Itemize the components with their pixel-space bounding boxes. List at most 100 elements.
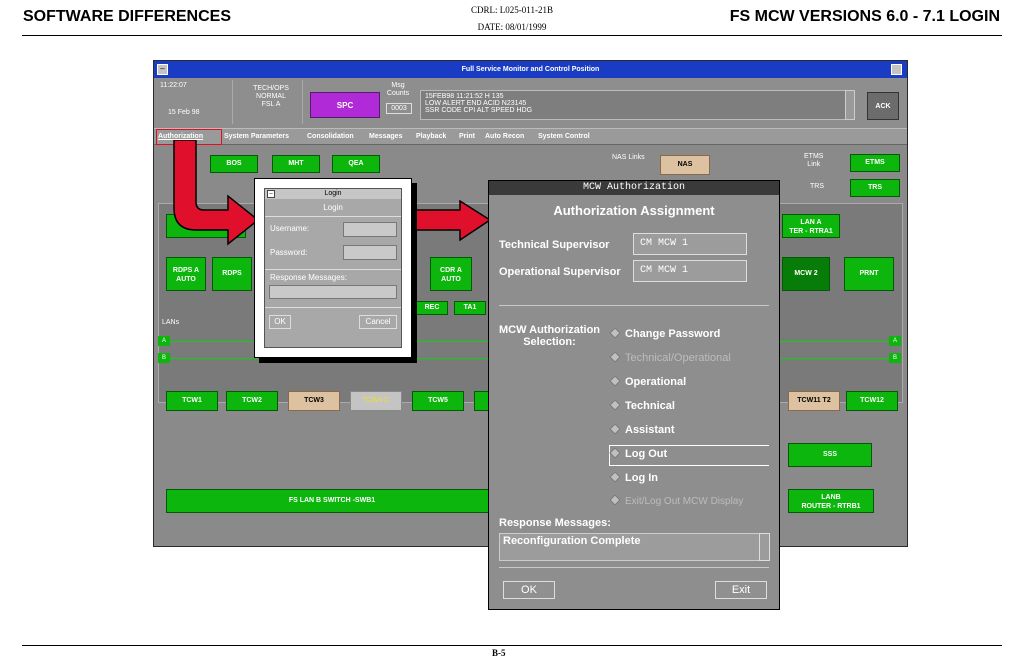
menu-system-control[interactable]: System Control (538, 133, 590, 140)
selection-label: MCW Authorization Selection: (499, 324, 601, 348)
option-operational[interactable]: Operational (609, 375, 686, 388)
ack-button[interactable]: ACK (867, 92, 899, 120)
spc-button[interactable]: SPC (310, 92, 380, 118)
trs-button[interactable]: TRS (850, 179, 900, 197)
option-assistant[interactable]: Assistant (609, 423, 675, 436)
rec-button[interactable]: REC (416, 301, 448, 315)
tcw4-button[interactable]: TCW4 C (350, 391, 402, 411)
menu-messages[interactable]: Messages (369, 133, 403, 140)
option-log-in[interactable]: Log In (609, 471, 658, 484)
msg-counts-label: Msg Counts (386, 82, 410, 97)
option-change-password[interactable]: Change Password (609, 327, 720, 340)
arrow-down-right-icon (173, 140, 260, 246)
lan-b-tab-right: B (889, 353, 901, 363)
lan-b-router-button[interactable]: LANB ROUTER - RTRB1 (788, 489, 874, 513)
radio-diamond-icon (609, 447, 621, 459)
trs-label: TRS (810, 183, 824, 190)
login-dialog: Login – Login Username: Password: Respon… (264, 188, 402, 348)
lan-a-tab-left: A (158, 336, 170, 346)
mcw2-button[interactable]: MCW 2 (782, 257, 830, 291)
option-technical-operational[interactable]: Technical/Operational (609, 351, 731, 364)
option-technical[interactable]: Technical (609, 399, 675, 412)
mcw-ok-button[interactable]: OK (503, 581, 555, 599)
password-label: Password: (270, 248, 308, 257)
login-ok-button[interactable]: OK (269, 315, 291, 329)
nas-button[interactable]: NAS (660, 155, 710, 175)
username-field[interactable] (343, 222, 397, 237)
response-scrollbar[interactable] (759, 533, 770, 561)
option-exit-log-out[interactable]: Exit/Log Out MCW Display (609, 494, 743, 507)
password-field[interactable] (343, 245, 397, 260)
menu-system-parameters[interactable]: System Parameters (224, 133, 289, 140)
radio-diamond-icon (609, 399, 621, 411)
message-scrollbar[interactable] (845, 90, 855, 120)
window-maximize-button[interactable] (891, 64, 902, 75)
etms-button[interactable]: ETMS (850, 154, 900, 172)
selection-top-line (609, 445, 769, 446)
mcw-authorization-dialog: MCW Authorization Authorization Assignme… (488, 180, 780, 610)
arrow-right-icon (401, 200, 492, 242)
window-menu-button[interactable]: – (157, 64, 168, 75)
header-rule (22, 35, 1002, 36)
tcw3-button[interactable]: TCW3 (288, 391, 340, 411)
mcw-response-field[interactable]: Reconfiguration Complete (499, 533, 767, 561)
mht-button[interactable]: MHT (272, 155, 320, 173)
tcw5-button[interactable]: TCW5 (412, 391, 464, 411)
option-log-out[interactable]: Log Out (609, 447, 667, 460)
menu-authorization[interactable]: Authorization (158, 133, 204, 140)
login-response-field[interactable] (269, 285, 397, 299)
login-cancel-button[interactable]: Cancel (359, 315, 397, 329)
bos-button[interactable]: BOS (210, 155, 258, 173)
mcw-response-label: Response Messages: (499, 517, 611, 529)
tech-supervisor-label: Technical Supervisor (499, 239, 610, 251)
qea-button[interactable]: QEA (332, 155, 380, 173)
rdps-a-button[interactable]: RDPS A AUTO (166, 257, 206, 291)
tcw12-button[interactable]: TCW12 (846, 391, 898, 411)
radio-diamond-icon (609, 494, 621, 506)
etms-link-label: ETMS Link (804, 153, 824, 168)
msg-count: 0003 (386, 103, 412, 114)
clock-date: 15 Feb 98 (168, 109, 200, 116)
op-supervisor-label: Operational Supervisor (499, 266, 621, 278)
selection-bottom-line (609, 465, 769, 466)
menu-consolidation[interactable]: Consolidation (307, 133, 354, 140)
tcw1-button[interactable]: TCW1 (166, 391, 218, 411)
radio-diamond-icon (609, 375, 621, 387)
separator-top (499, 305, 769, 306)
lan-a-router-button[interactable]: LAN A TER - RTRA1 (782, 214, 840, 238)
tcw2-button[interactable]: TCW2 (226, 391, 278, 411)
window-titlebar: Full Service Monitor and Control Positio… (154, 61, 907, 78)
login-heading: Login (323, 203, 343, 212)
radio-diamond-icon (609, 351, 621, 363)
ta1-button[interactable]: TA1 (454, 301, 486, 315)
radio-diamond-icon (609, 423, 621, 435)
lan-b-switch-button[interactable]: FS LAN B SWITCH -SWB1 (166, 489, 498, 513)
cdr-a-button[interactable]: CDR A AUTO (430, 257, 472, 291)
tech-supervisor-field[interactable]: CM MCW 1 (633, 233, 747, 255)
login-menu-button[interactable]: – (267, 190, 275, 198)
tcw11-button[interactable]: TCW11 T2 (788, 391, 840, 411)
lan-b-tab-left: B (158, 353, 170, 363)
login-response-label: Response Messages: (270, 273, 347, 282)
rdps-button[interactable]: RDPS (212, 257, 252, 291)
menu-auto-recon[interactable]: Auto Recon (485, 133, 525, 140)
menu-print[interactable]: Print (459, 133, 475, 140)
sss-button[interactable]: SSS (788, 443, 872, 467)
nas-links-label: NAS Links (612, 154, 645, 161)
footer-rule (22, 645, 1002, 646)
clock-time: 11:22:07 (160, 82, 187, 89)
username-label: Username: (270, 224, 310, 233)
prnt-button[interactable]: PRNT (844, 257, 894, 291)
mcw-exit-button[interactable]: Exit (715, 581, 767, 599)
doc-date: DATE: 08/01/1999 (477, 22, 547, 32)
menu-bar: Authorization System Parameters Consolid… (154, 128, 907, 145)
cdrl-label: CDRL: L025-011-21B (471, 5, 553, 15)
radio-diamond-icon (609, 327, 621, 339)
doc-left-title: SOFTWARE DIFFERENCES (23, 8, 232, 25)
menu-playback[interactable]: Playback (416, 133, 447, 140)
op-supervisor-field[interactable]: CM MCW 1 (633, 260, 747, 282)
lans-label: LANs (162, 319, 180, 326)
